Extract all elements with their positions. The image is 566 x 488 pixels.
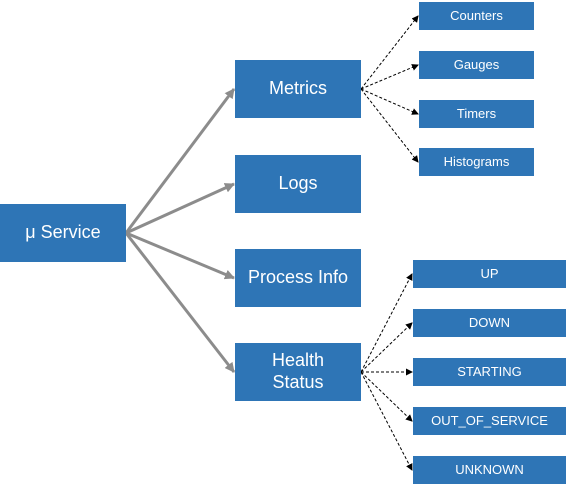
out-of-service-label: OUT_OF_SERVICE [431,413,548,429]
down-label: DOWN [468,315,511,331]
health-status-label: Health Status [271,350,325,392]
arrow-health-to-out-of-service [360,371,413,422]
starting-label: STARTING [457,364,522,380]
health-status-box: Health Status [235,343,361,401]
arrow-health-to-unknown [360,371,413,471]
counters-label: Counters [450,8,503,24]
arrow-health-to-down [360,322,413,373]
histograms-box: Histograms [419,148,534,176]
process-info-label: Process Info [247,267,349,288]
unknown-box: UNKNOWN [413,456,566,484]
service-label: μ Service [25,222,101,243]
service-box: μ Service [0,204,126,262]
timers-box: Timers [419,100,534,128]
logs-box: Logs [235,155,361,213]
up-label: UP [480,266,499,282]
process-info-box: Process Info [235,249,361,307]
arrow-health-to-up [360,273,413,373]
up-box: UP [413,260,566,288]
arrow-metrics-to-counters [360,15,419,90]
arrow-metrics-to-timers [360,88,419,115]
down-box: DOWN [413,309,566,337]
counters-box: Counters [419,2,534,30]
gauges-label: Gauges [453,57,500,73]
metrics-box: Metrics [235,60,361,118]
unknown-label: UNKNOWN [455,462,524,478]
starting-box: STARTING [413,358,566,386]
arrow-service-to-health-status [124,232,236,373]
histograms-label: Histograms [443,154,510,170]
arrow-service-to-metrics [124,88,236,234]
arrow-metrics-to-histograms [360,88,419,163]
logs-label: Logs [278,173,318,194]
arrow-metrics-to-gauges [360,64,419,90]
gauges-box: Gauges [419,51,534,79]
metrics-label: Metrics [269,78,327,99]
out-of-service-box: OUT_OF_SERVICE [413,407,566,435]
arrow-service-to-process-info [125,231,235,280]
arrow-service-to-logs [125,182,235,235]
timers-label: Timers [456,106,497,122]
